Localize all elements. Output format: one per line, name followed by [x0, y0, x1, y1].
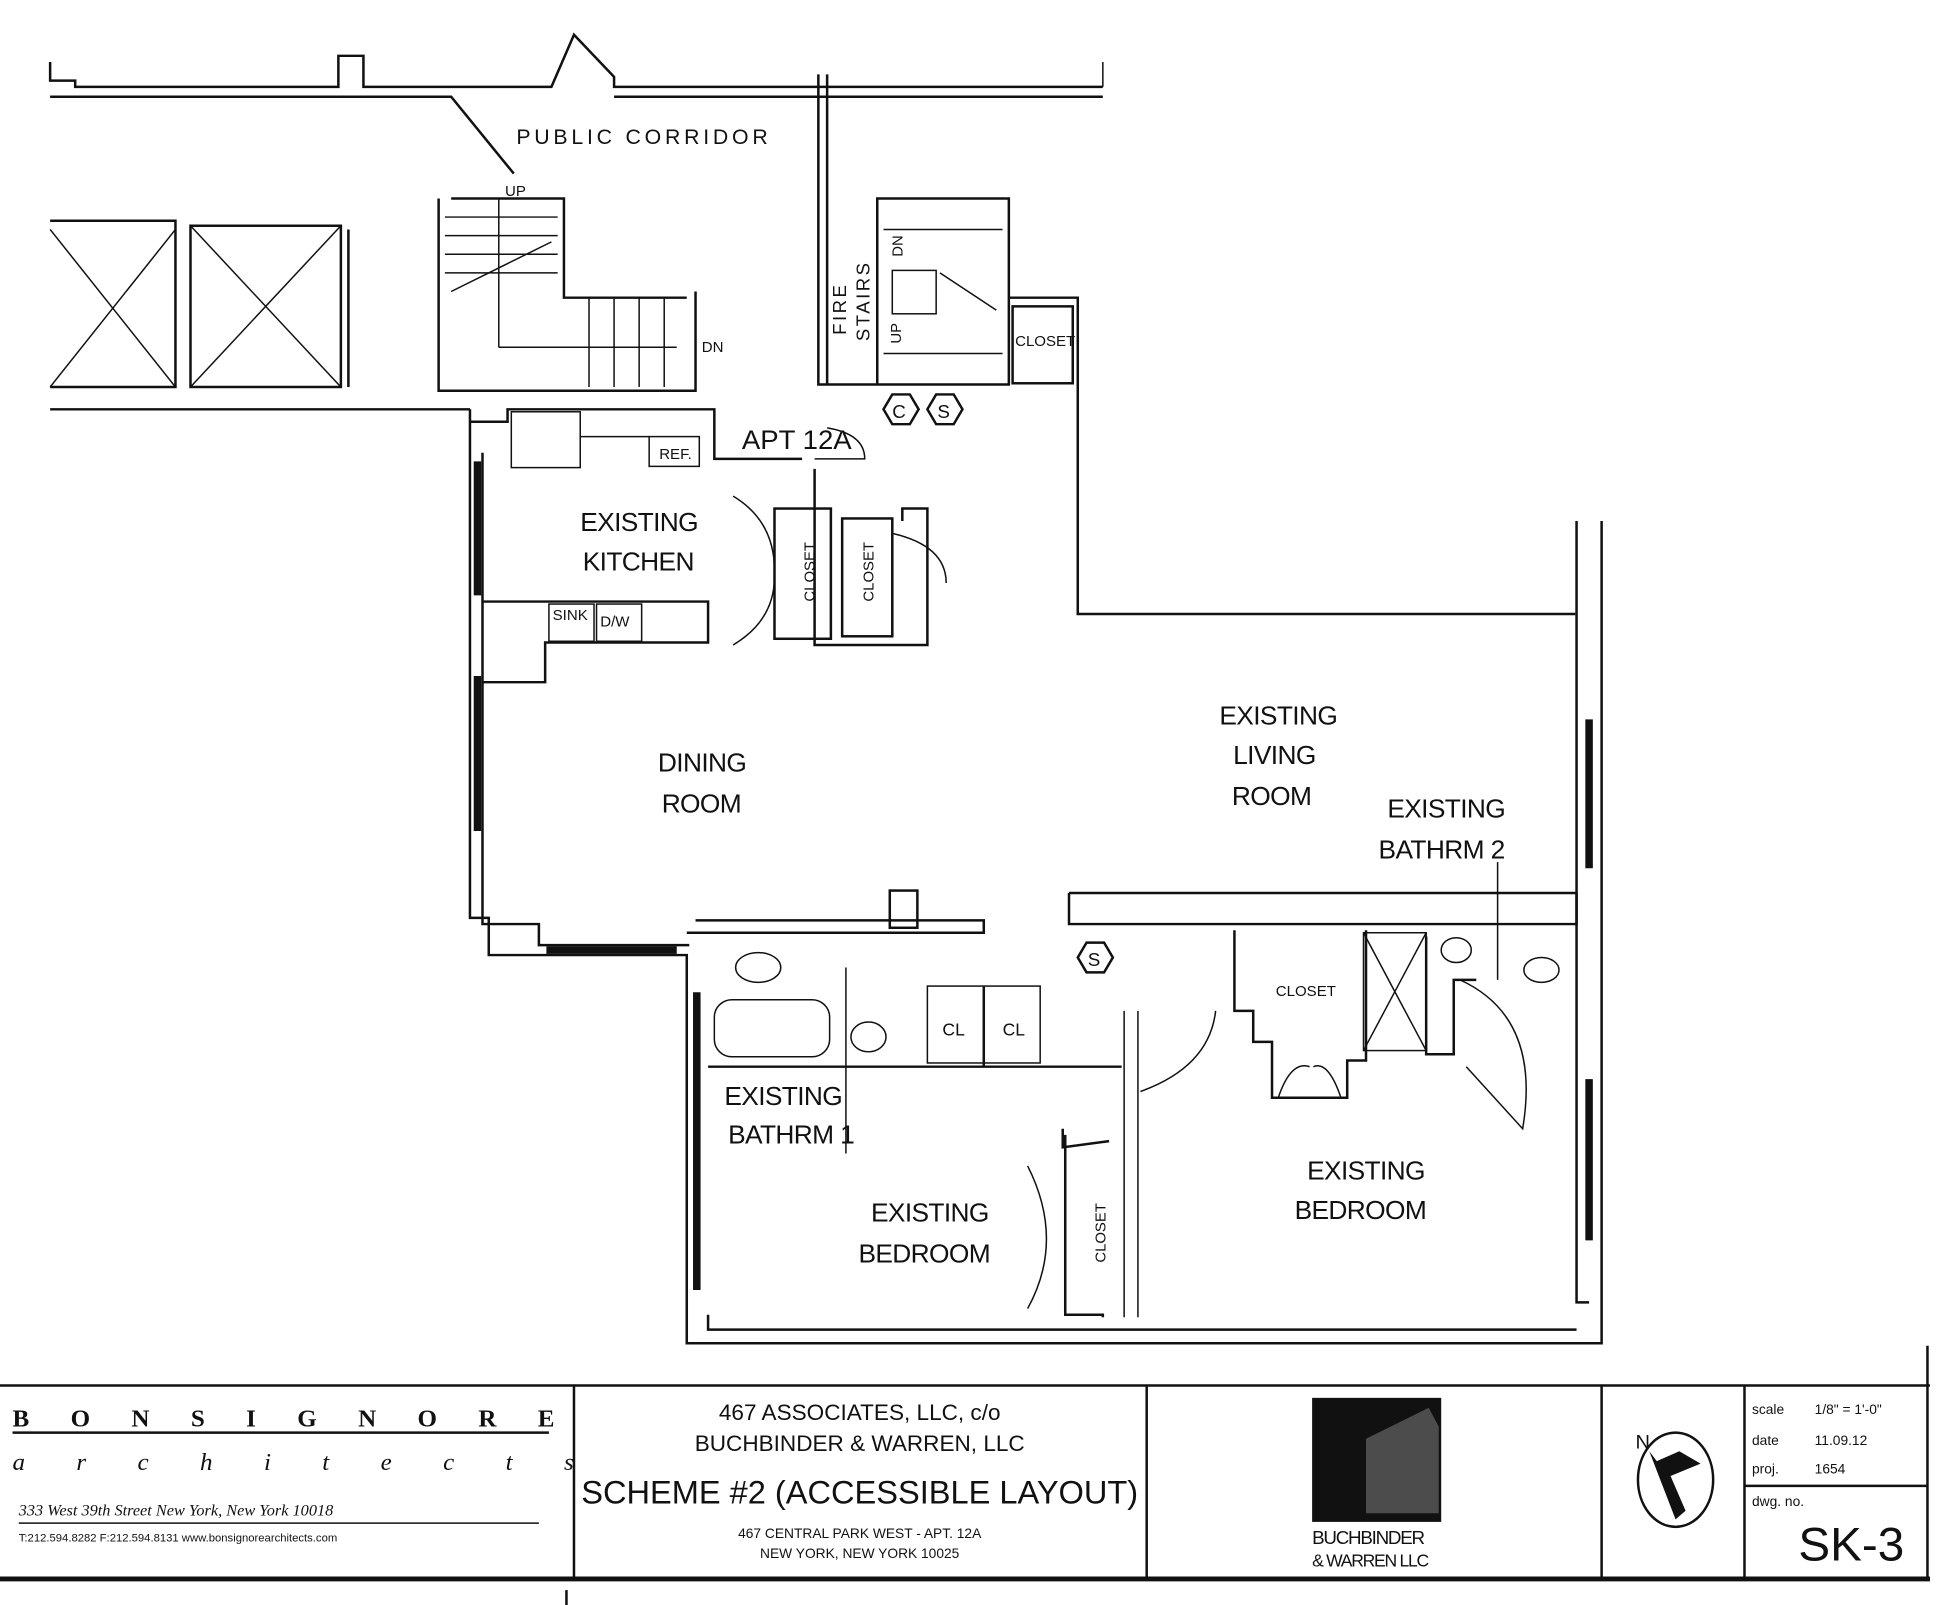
client-line-1: 467 ASSOCIATES, LLC, c/o	[719, 1400, 1001, 1425]
living-label-1: EXISTING	[1219, 700, 1337, 730]
bath2-label-2: BATHRM 2	[1379, 834, 1505, 864]
svg-text:& WARREN LLC: & WARREN LLC	[1312, 1551, 1428, 1571]
bed1-closet-label: CLOSET	[1092, 1203, 1109, 1263]
bed2-closet-label: CLOSET	[1276, 983, 1336, 1000]
svg-text:date: date	[1752, 1433, 1779, 1448]
dining-label-1: DINING	[658, 748, 746, 778]
stair-dn-label: DN	[702, 339, 724, 356]
bedroom2-label-2: BEDROOM	[1295, 1195, 1427, 1225]
corridor-walls	[48, 32, 1104, 175]
fire-stair-up-label: UP	[888, 323, 905, 344]
svg-text:BUCHBINDER: BUCHBINDER	[1312, 1527, 1424, 1548]
firm-contact: T:212.594.8282 F:212.594.8131 www.bonsig…	[19, 1533, 337, 1545]
fire-stair-dn-label: DN	[889, 235, 906, 256]
drawing-number: SK-3	[1798, 1519, 1904, 1572]
main-stair	[437, 197, 697, 392]
ref-label: REF.	[659, 446, 692, 463]
kitchen-closet-label-1: CLOSET	[802, 542, 819, 602]
cl-label-2: CL	[1003, 1020, 1026, 1040]
project-info: 467 ASSOCIATES, LLC, c/o BUCHBINDER & WA…	[581, 1400, 1138, 1561]
kitchen-label-1: EXISTING	[580, 507, 698, 537]
symbol-s-hall: S	[1076, 941, 1115, 974]
client-line-2: BUCHBINDER & WARREN, LLC	[695, 1431, 1025, 1456]
bedroom1-label-2: BEDROOM	[858, 1239, 990, 1269]
symbol-c: C	[882, 393, 921, 426]
living-label-3: ROOM	[1232, 781, 1311, 811]
firm-subtitle: a r c h i t e c t s	[13, 1449, 597, 1476]
bath1-label-1: EXISTING	[724, 1081, 842, 1111]
drawing-title: SCHEME #2 (ACCESSIBLE LAYOUT)	[581, 1474, 1138, 1510]
fire-stairs-label-1: FIRE	[829, 283, 850, 335]
svg-text:proj.: proj.	[1752, 1462, 1779, 1477]
bath2-label-1: EXISTING	[1387, 794, 1505, 824]
svg-text:11.09.12: 11.09.12	[1815, 1433, 1868, 1448]
svg-text:S: S	[1088, 949, 1101, 970]
firm-name: B O N S I G N O R E	[13, 1405, 573, 1432]
svg-text:1/8" = 1'-0": 1/8" = 1'-0"	[1815, 1402, 1882, 1417]
fire-stairs-label-2: STAIRS	[853, 260, 874, 341]
svg-text:scale: scale	[1752, 1402, 1785, 1417]
title-block	[0, 1345, 1930, 1605]
svg-text:S: S	[937, 401, 950, 422]
svg-text:C: C	[892, 401, 906, 422]
stair-up-label: UP	[505, 183, 526, 200]
fire-closet-label: CLOSET	[1015, 333, 1075, 350]
buchbinder-warren-logo: BUCHBINDER & WARREN LLC	[1312, 1397, 1442, 1571]
north-arrow-icon: N	[1635, 1431, 1715, 1529]
living-label-2: LIVING	[1233, 740, 1316, 770]
symbol-s: S	[925, 393, 964, 426]
drawing-meta: scale 1/8" = 1'-0" date 11.09.12 proj. 1…	[1752, 1402, 1904, 1571]
apartment-walls	[468, 408, 1603, 1345]
dining-label-2: ROOM	[662, 789, 741, 819]
bedroom2-label-1: EXISTING	[1307, 1156, 1425, 1186]
public-corridor-label: PUBLIC CORRIDOR	[516, 126, 771, 149]
bedroom1-label-1: EXISTING	[871, 1198, 989, 1228]
kitchen-label-2: KITCHEN	[583, 547, 694, 577]
firm-address: 333 West 39th Street New York, New York …	[18, 1502, 333, 1520]
dw-label: D/W	[600, 613, 630, 630]
apt-label: APT 12A	[742, 424, 852, 455]
elevator-shafts	[49, 219, 470, 411]
fire-stairs	[817, 74, 1576, 616]
svg-text:1654: 1654	[1815, 1462, 1846, 1477]
svg-text:N: N	[1635, 1432, 1649, 1454]
sink-label: SINK	[553, 607, 588, 624]
address-line-2: NEW YORK, NEW YORK 10025	[760, 1546, 960, 1561]
svg-text:dwg. no.: dwg. no.	[1752, 1494, 1804, 1509]
cl-label-1: CL	[942, 1020, 965, 1040]
bath1-label-2: BATHRM 1	[728, 1120, 854, 1150]
kitchen-closet-label-2: CLOSET	[860, 542, 877, 602]
address-line-1: 467 CENTRAL PARK WEST - APT. 12A	[738, 1526, 982, 1541]
